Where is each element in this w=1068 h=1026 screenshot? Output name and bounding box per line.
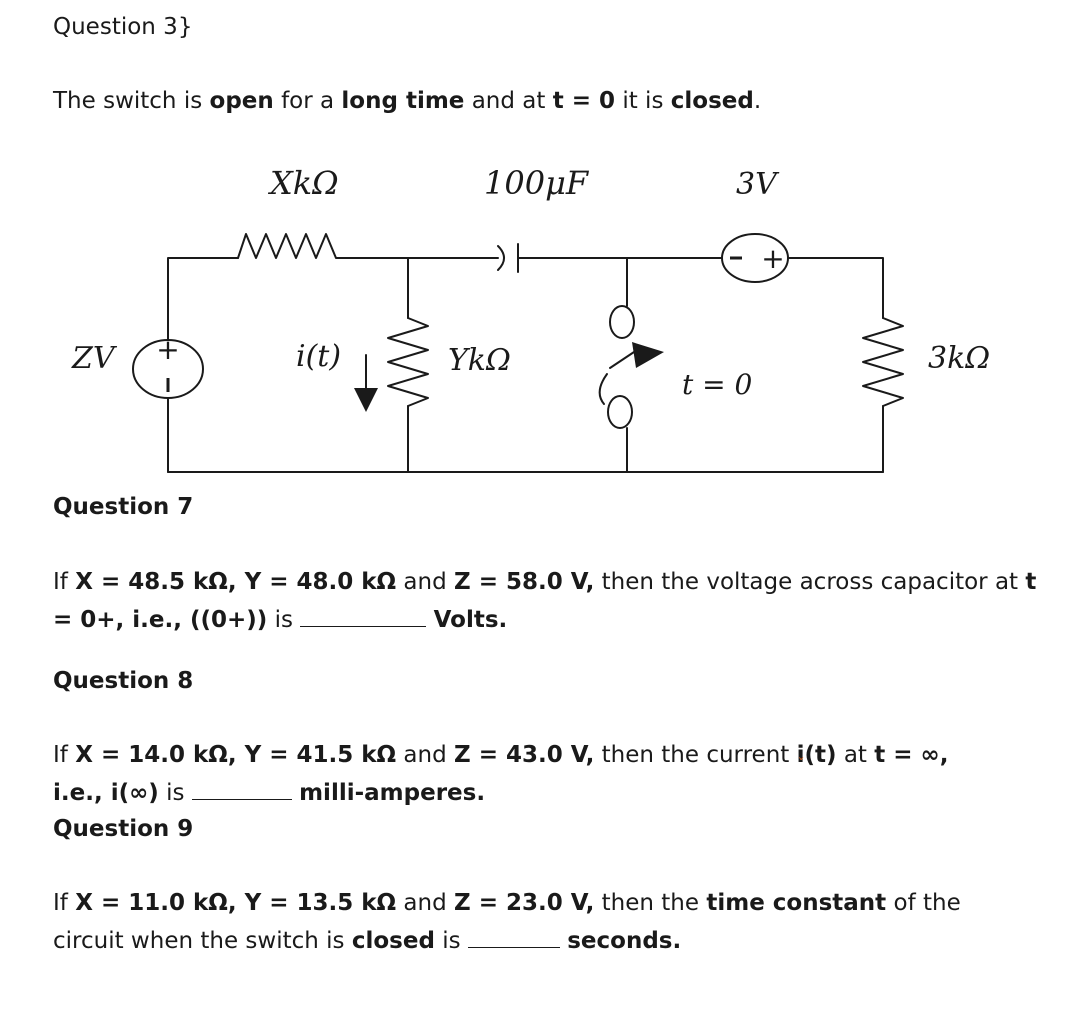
label-resistor-x: XkΩ [267, 164, 339, 202]
question-8-text: If X = 14.0 kΩ, Y = 41.5 kΩ and Z = 43.0… [53, 736, 1043, 812]
resistor-y [387, 317, 429, 407]
wire-top-right [787, 257, 884, 319]
label-resistor-3k: 3kΩ [928, 341, 990, 376]
switch-arrowhead [632, 342, 664, 368]
label-source-3v: 3V [736, 167, 780, 202]
question-9-heading: Question 9 [53, 816, 194, 842]
question-8-heading: Question 8 [53, 668, 194, 694]
question-7-heading: Question 7 [53, 494, 194, 520]
question-7-text: If X = 48.5 kΩ, Y = 48.0 kΩ and Z = 58.0… [53, 569, 1037, 633]
resistor-x [237, 233, 345, 259]
switch-bottom-contact [607, 395, 633, 429]
label-current: i(t) [296, 339, 341, 374]
switch-arc [598, 373, 608, 405]
label-capacitor: 100μF [484, 164, 590, 202]
question-3-title: Question 3} [53, 14, 193, 40]
label-resistor-y: YkΩ [448, 343, 511, 378]
label-source-zv: ZV [71, 341, 118, 376]
capacitor-curved-plate [497, 245, 505, 271]
source-3v-plus: + [761, 242, 784, 275]
source-zv-plus: + [156, 333, 179, 366]
switch-top-contact [609, 305, 635, 339]
switch-blade [609, 351, 635, 369]
resistor-3k [862, 317, 904, 407]
intro-sentence: The switch is open for a long time and a… [53, 88, 762, 114]
question-7-answer-blank[interactable] [300, 604, 427, 627]
label-switch-time: t = 0 [682, 368, 752, 401]
current-arrow-head [354, 388, 378, 412]
question-9-answer-blank[interactable] [467, 925, 560, 948]
circuit-diagram: + + XkΩ 100μF 3V ZV i(t) YkΩ t = 0 3kΩ [71, 164, 990, 473]
question-9-text: If X = 11.0 kΩ, Y = 13.5 kΩ and Z = 23.0… [53, 890, 961, 954]
question-8-answer-blank[interactable] [191, 777, 292, 800]
wire-top-left [167, 257, 239, 341]
